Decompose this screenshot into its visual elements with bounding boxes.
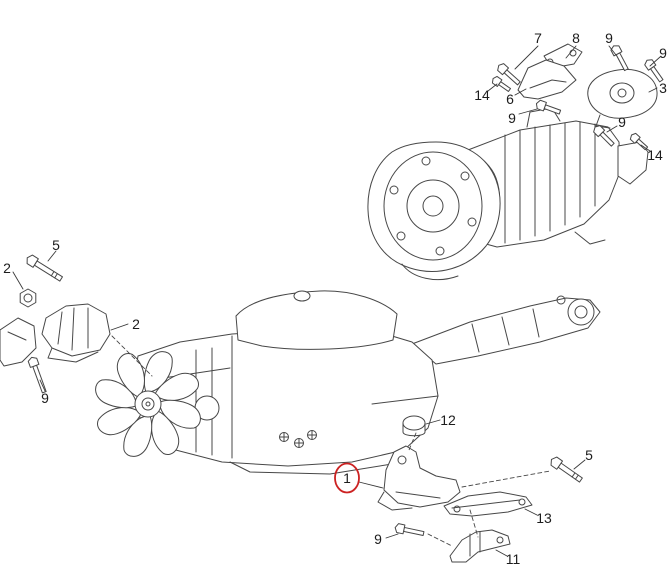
bolt-14-artwork bbox=[491, 75, 512, 93]
left-mount-group bbox=[0, 254, 111, 394]
callout-9-left[interactable]: 9 bbox=[41, 390, 49, 406]
fastener-marks bbox=[279, 430, 317, 448]
callout-9-mid-a[interactable]: 9 bbox=[508, 110, 516, 126]
callout-7[interactable]: 7 bbox=[534, 30, 542, 46]
transmission-tail-artwork bbox=[411, 295, 601, 365]
bolt-9-artwork bbox=[593, 125, 615, 147]
callout-6[interactable]: 6 bbox=[506, 91, 514, 107]
bolt-9-artwork bbox=[27, 356, 47, 394]
bolt-7-artwork bbox=[497, 63, 521, 86]
callout-3[interactable]: 3 bbox=[659, 80, 667, 96]
bolt-9-artwork bbox=[644, 59, 664, 83]
callout-9-top-b[interactable]: 9 bbox=[659, 45, 667, 61]
callout-13[interactable]: 13 bbox=[536, 510, 552, 526]
bolt-9-artwork bbox=[610, 45, 629, 72]
bolt-9-artwork bbox=[535, 99, 562, 115]
callout-2-a[interactable]: 2 bbox=[3, 260, 11, 276]
callout-9-mid-b[interactable]: 9 bbox=[618, 114, 626, 130]
callout-8[interactable]: 8 bbox=[572, 30, 580, 46]
callout-1-highlighted[interactable]: 1 bbox=[343, 470, 351, 486]
callout-5-left[interactable]: 5 bbox=[52, 237, 60, 253]
callout-12[interactable]: 12 bbox=[440, 412, 456, 428]
engine-block-artwork bbox=[131, 290, 439, 475]
callout-11[interactable]: 11 bbox=[505, 551, 521, 567]
callout-5-right[interactable]: 5 bbox=[585, 447, 593, 463]
callout-9-top-a[interactable]: 9 bbox=[605, 30, 613, 46]
callout-14-b[interactable]: 14 bbox=[647, 147, 663, 163]
transmission-artwork bbox=[367, 107, 649, 281]
selected-part-highlight-circle bbox=[334, 462, 360, 494]
callout-2-b[interactable]: 2 bbox=[132, 316, 140, 332]
bottom-mount-group bbox=[377, 415, 583, 563]
bolt-9-artwork bbox=[394, 523, 425, 537]
bolt-5-artwork bbox=[26, 254, 63, 282]
callout-leader-lines bbox=[12, 45, 661, 557]
bolt-5-artwork bbox=[550, 456, 583, 483]
cooling-fan-artwork bbox=[95, 351, 201, 457]
assembly-guide-lines bbox=[111, 335, 551, 547]
callout-9-bottom[interactable]: 9 bbox=[374, 531, 382, 547]
callout-14-a[interactable]: 14 bbox=[474, 87, 490, 103]
